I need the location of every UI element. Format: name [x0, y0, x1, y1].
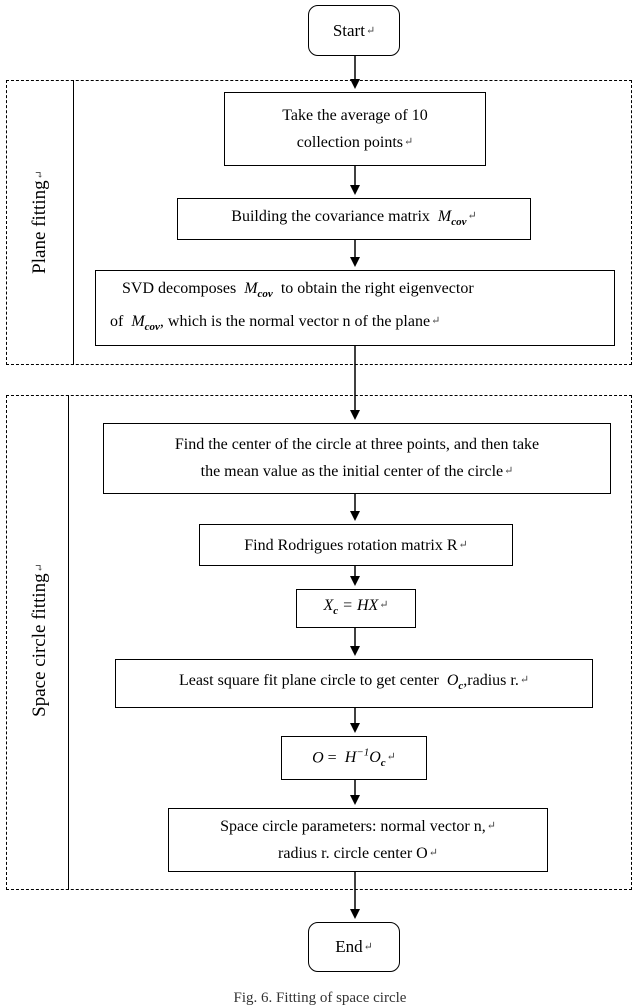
rodrigues-matrix-box: Find Rodrigues rotation matrix R↵: [199, 524, 513, 566]
space-circle-fitting-group: [6, 395, 632, 890]
figure-caption: Fig. 6. Fitting of space circle: [233, 990, 407, 1006]
end-node: End↵: [308, 922, 400, 972]
three-point-center-box: Find the center of the circle at three p…: [103, 423, 611, 494]
plane-fitting-divider: [73, 80, 74, 365]
space-circle-fitting-label: Space circle fitting↵: [29, 563, 50, 717]
svd-math-1: Mcov: [244, 280, 273, 301]
leastsq-math: Oc: [446, 672, 464, 693]
space-circle-fitting-divider: [68, 395, 69, 890]
covariance-matrix-box: Building the covariance matrix Mcov↵: [177, 198, 531, 240]
coordinate-transform-box: Xc = HX↵: [296, 589, 416, 628]
svd-math-2: Mcov: [131, 312, 160, 333]
svd-decomposition-box: SVD decomposes Mcov to obtain the right …: [95, 270, 615, 346]
covariance-math: Mcov: [437, 207, 467, 229]
plane-fitting-group: [6, 80, 632, 365]
circle-parameters-box: Space circle parameters: normal vector n…: [168, 808, 548, 872]
average-points-box: Take the average of 10 collection points…: [224, 92, 486, 166]
least-square-fit-box: Least square fit plane circle to get cen…: [115, 659, 593, 708]
start-node: Start↵: [308, 5, 400, 56]
inverse-transform-box: O = H−1Oc↵: [281, 736, 427, 780]
plane-fitting-label: Plane fitting↵: [29, 170, 50, 274]
